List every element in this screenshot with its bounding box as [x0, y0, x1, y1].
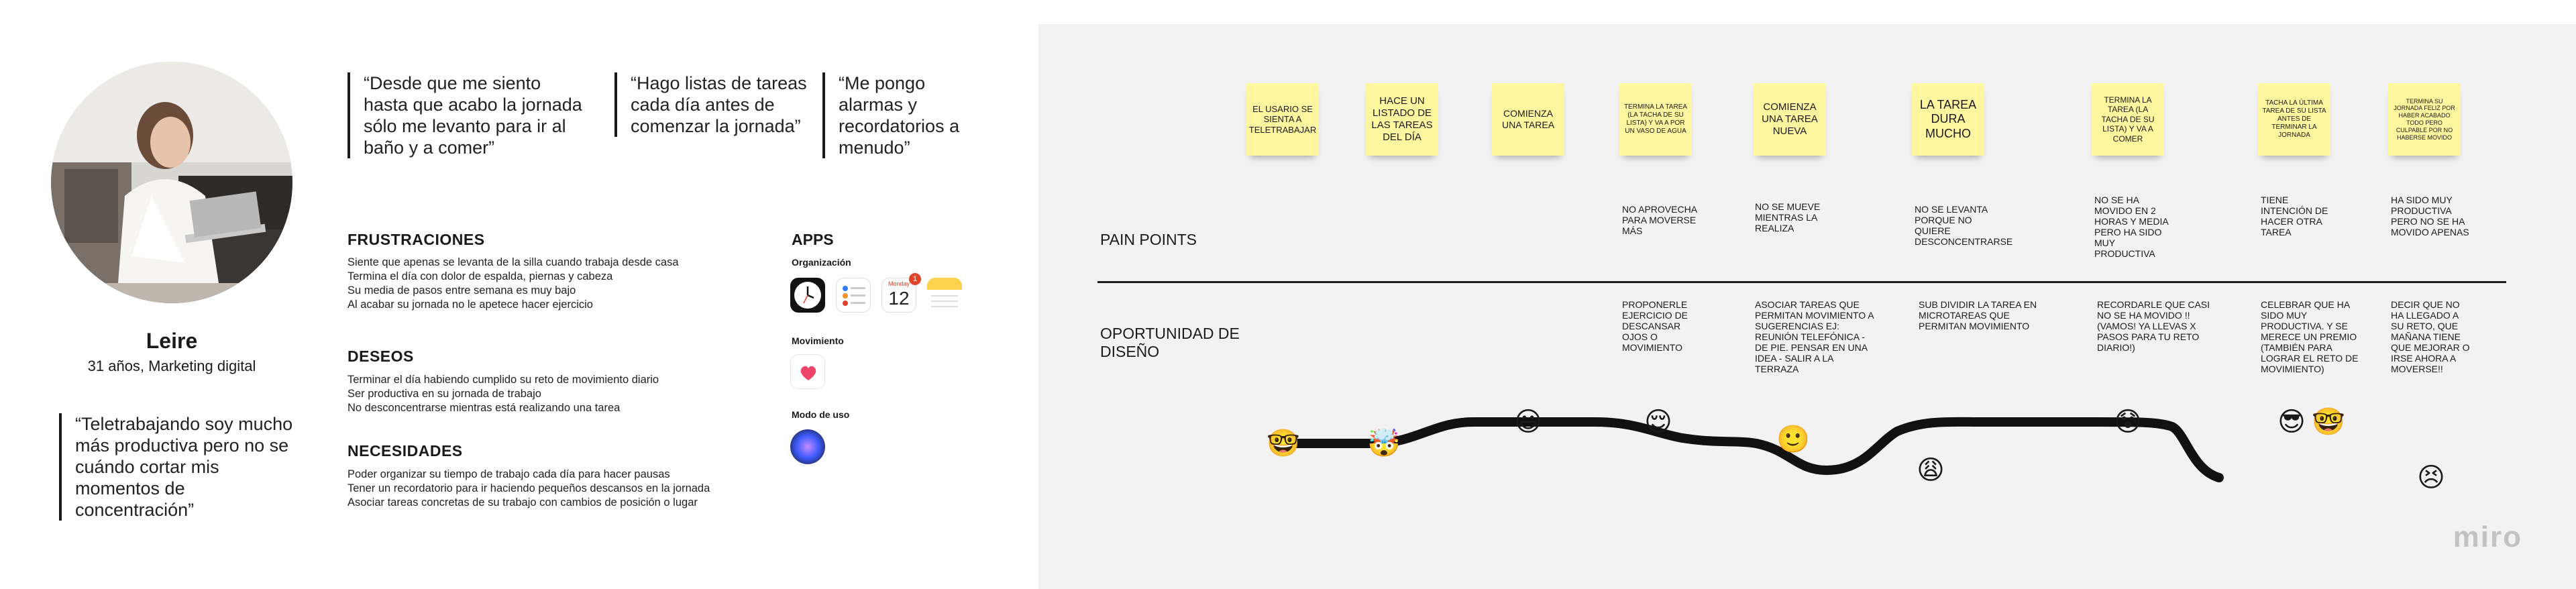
- apps-title: APPS: [792, 231, 834, 249]
- pain-point-cell: NO APROVECHA PARA MOVERSE MÁS: [1622, 204, 1703, 236]
- necesidades-title: NECESIDADES: [347, 442, 463, 460]
- quote-jornada: “Desde que me siento hasta que acabo la …: [347, 72, 589, 158]
- oportunidad-cell: CELEBRAR QUE HA SIDO MUY PRODUCTIVA. Y S…: [2261, 299, 2361, 374]
- journey-step-sticky[interactable]: HACE UN LISTADO DE LAS TAREAS DEL DÍA: [1366, 83, 1438, 156]
- clock-app-icon: [790, 278, 825, 313]
- apps-group-movimiento: Movimiento: [792, 335, 844, 346]
- sunglasses-face-icon: 😎: [2275, 406, 2308, 438]
- journey-step-sticky[interactable]: TACHA LA ÚLTIMA TAREA DE SU LISTA ANTES …: [2258, 83, 2330, 156]
- journey-step-sticky[interactable]: TERMINA LA TAREA (LA TACHA DE SU LISTA) …: [1619, 83, 1692, 156]
- persona-panel: Leire 31 años, Marketing digital “Desde …: [0, 0, 1033, 589]
- persona-avatar: [51, 62, 292, 303]
- miro-logo: miro: [2453, 521, 2522, 554]
- journey-step-sticky[interactable]: TERMINA LA TAREA (LA TACHA DE SU LISTA) …: [2092, 83, 2164, 156]
- slightly-smiling-face-icon: 🙂: [1776, 423, 1809, 456]
- oportunidad-cell: ASOCIAR TAREAS QUE PERMITAN MOVIMIENTO A…: [1755, 299, 1876, 374]
- journey-step-sticky[interactable]: EL USARIO SE SIENTA A TELETRABAJAR: [1246, 83, 1319, 156]
- list-item: Siente que apenas se levanta de la silla…: [347, 256, 777, 270]
- pain-point-cell: NO SE LEVANTA PORQUE NO QUIERE DESCONCEN…: [1915, 204, 1995, 247]
- necesidades-list: Poder organizar su tiempo de trabajo cad…: [347, 468, 777, 510]
- oportunidad-cell: RECORDARLE QUE CASI NO SE HA MOVIDO !! (…: [2097, 299, 2211, 353]
- pain-point-cell: TIENE INTENCIÓN DE HACER OTRA TAREA: [2261, 195, 2341, 237]
- reminders-app-icon: [836, 278, 871, 313]
- pain-point-cell: NO SE HA MOVIDO EN 2 HORAS Y MEDIA PERO …: [2094, 195, 2175, 259]
- calendar-badge: 1: [909, 273, 921, 285]
- notes-app-icon: [927, 278, 962, 313]
- list-item: Poder organizar su tiempo de trabajo cad…: [347, 468, 777, 482]
- nerd-face-icon: 🤓: [2312, 406, 2344, 438]
- weary-face-icon: 😩: [1915, 454, 1947, 486]
- deseos-title: DESEOS: [347, 347, 414, 366]
- deseos-list: Terminar el día habiendo cumplido su ret…: [347, 373, 777, 415]
- list-item: Tener un recordatorio para ir haciendo p…: [347, 482, 777, 496]
- list-item: Termina el día con dolor de espalda, pie…: [347, 270, 777, 284]
- pain-points-label: PAIN POINTS: [1100, 231, 1208, 249]
- pain-point-cell: HA SIDO MUY PRODUCTIVA PERO NO SE HA MOV…: [2391, 195, 2471, 237]
- relieved-face-icon: 😌: [1642, 406, 1674, 438]
- frustraciones-title: FRUSTRACIONES: [347, 231, 485, 249]
- oportunidad-cell: SUB DIVIDIR LA TAREA EN MICROTAREAS QUE …: [1919, 299, 2039, 331]
- exploding-head-icon: 🤯: [1367, 427, 1399, 460]
- journey-step-sticky[interactable]: COMIENZA UNA TAREA NUEVA: [1754, 83, 1826, 156]
- apps-group-organizacion: Organización: [792, 257, 851, 268]
- journey-step-sticky[interactable]: LA TAREA DURA MUCHO: [1912, 83, 1984, 156]
- list-item: Al acabar su jornada no le apetece hacer…: [347, 298, 777, 312]
- persona-name: Leire: [51, 329, 292, 354]
- oportunidad-cell: DECIR QUE NO HA LLEGADO A SU RETO, QUE M…: [2391, 299, 2471, 374]
- list-item: No desconcentrarse mientras está realiza…: [347, 401, 777, 415]
- journey-step-sticky[interactable]: TERMINA SU JORNADA FELIZ POR HABER ACABA…: [2388, 83, 2461, 156]
- pain-point-cell: NO SE MUEVE MIENTRAS LA REALIZA: [1755, 201, 1835, 233]
- persevering-face-icon: 😣: [2415, 462, 2447, 494]
- list-item: Ser productiva en su jornada de trabajo: [347, 387, 777, 401]
- oportunidad-cell: PROPONERLE EJERCICIO DE DESCANSAR OJOS O…: [1622, 299, 1703, 353]
- oportunidad-label: OPORTUNIDAD DE DISEÑO: [1100, 325, 1241, 361]
- frustraciones-list: Siente que apenas se levanta de la silla…: [347, 256, 777, 312]
- grinning-face-icon: 😃: [1512, 406, 1544, 438]
- quote-teletrabajo: “Teletrabajando soy mucho más productiva…: [59, 413, 301, 521]
- list-item: Terminar el día habiendo cumplido su ret…: [347, 373, 777, 387]
- apps-group-modo-de-uso: Modo de uso: [792, 409, 849, 420]
- calendar-app-icon: Monday 12 1: [881, 278, 916, 313]
- siri-icon: [790, 429, 825, 464]
- miro-board[interactable]: EL USARIO SE SIENTA A TELETRABAJAR HACE …: [1038, 24, 2576, 589]
- quote-listas: “Hago listas de tareas cada día antes de…: [614, 72, 816, 137]
- journey-step-sticky[interactable]: COMIENZA UNA TAREA: [1492, 83, 1564, 156]
- person-laptop-photo-icon: [51, 62, 292, 303]
- list-item: Su media de pasos entre semana es muy ba…: [347, 284, 777, 298]
- persona-description: 31 años, Marketing digital: [51, 358, 292, 375]
- list-item: Asociar tareas concretas de su trabajo c…: [347, 496, 777, 510]
- quote-alarmas: “Me pongo alarmas y recordatorios a menu…: [822, 72, 970, 158]
- calendar-date: 12: [882, 288, 916, 309]
- nerd-face-icon: 🤓: [1267, 427, 1299, 460]
- anxious-face-icon: 😰: [2112, 406, 2144, 438]
- health-app-icon: [790, 354, 825, 389]
- row-divider: [1097, 281, 2506, 283]
